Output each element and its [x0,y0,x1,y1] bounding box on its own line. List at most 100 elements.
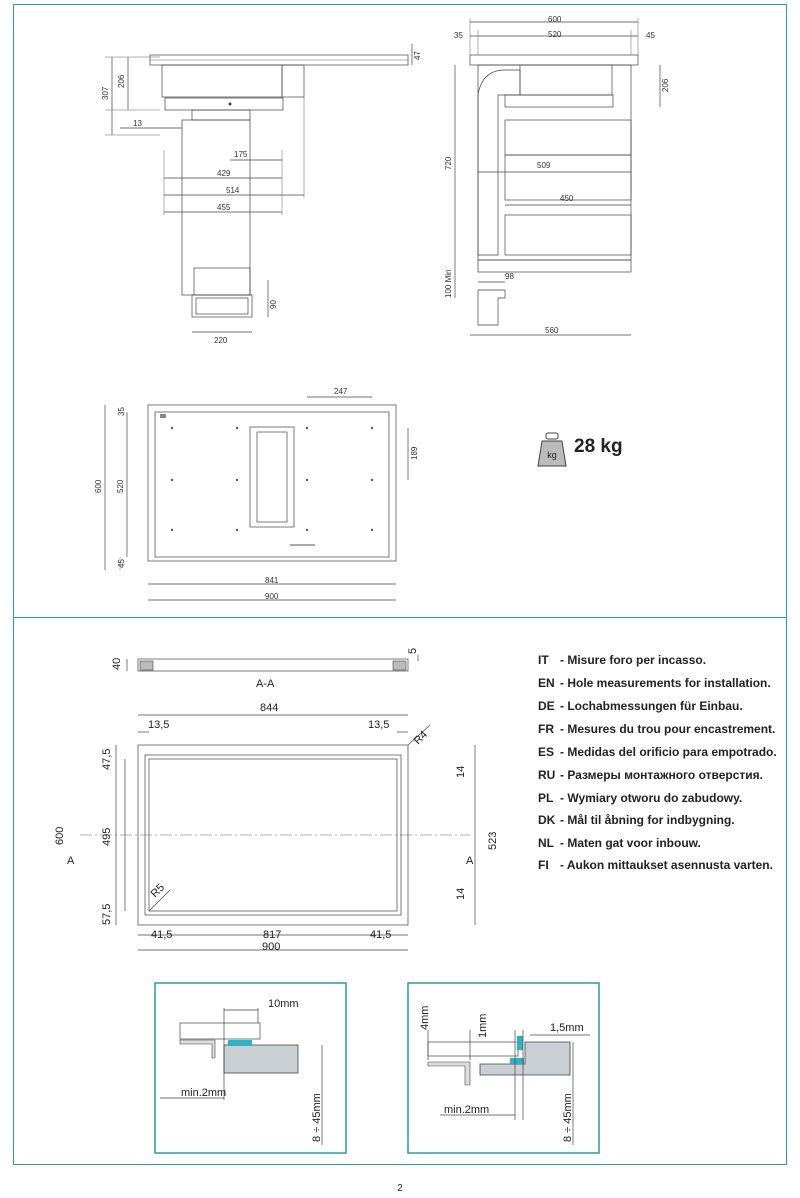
min-2mm-left: min.2mm [181,1087,226,1099]
language-item: IT - Misure foro per incasso. [538,653,706,667]
dim-600-top: 600 [94,479,103,493]
dim-41-5-left: 41,5 [151,929,172,941]
dim-13-5-right: 13,5 [368,719,389,731]
dim-45-top: 45 [117,559,126,568]
dim-206: 206 [117,74,126,88]
dim-98: 98 [505,272,514,281]
dim-560: 560 [545,326,559,335]
dim-206-side: 206 [661,78,670,92]
language-code: RU [538,768,556,782]
language-code: EN [538,676,555,690]
radius-r4: R4 [412,729,430,747]
dim-220: 220 [214,336,228,345]
dim-841: 841 [265,576,279,585]
dim-495: 495 [101,828,113,846]
dim-900-top: 900 [265,592,279,601]
dim-600-cutout: 600 [54,827,66,845]
language-text: - Maten gat voor inbouw. [560,836,701,850]
front-view: 307 206 47 13 175 429 514 455 90 220 [101,44,422,345]
language-text: - Hole measurements for installation. [560,676,771,690]
dim-247: 247 [334,387,348,396]
language-text: - Wymiary otworu do zabudowy. [560,791,743,805]
language-code: DK [538,813,556,827]
svg-text:kg: kg [547,450,557,460]
dim-509: 509 [537,161,551,170]
section-mark-a-left: A [67,855,75,867]
detail-right: 4mm 1mm 1,5mm min.2mm 8 ÷ 45mm [407,982,600,1154]
language-text: - Размеры монтажного отверстия. [560,768,763,782]
language-item: DE - Lochabmessungen für Einbau. [538,699,743,713]
section-mark-a-right: A [466,855,474,867]
dim-41-5-right: 41,5 [370,929,391,941]
radius-r5: R5 [149,882,167,900]
dim-900-cutout: 900 [262,941,280,953]
weight-label: 28 kg [574,436,623,457]
language-text: - Mål til åbning for indbygning. [560,813,735,827]
dim-47-5: 47,5 [101,749,113,770]
language-code: NL [538,836,554,850]
dim-14-bottom: 14 [455,888,467,900]
cutout-view: 844 13,5 13,5 R4 47,5 600 495 A A 14 523… [54,702,499,953]
dim-1-5mm: 1,5mm [550,1022,584,1034]
dim-57-5: 57,5 [101,904,113,925]
section-label-aa: A-A [256,678,275,690]
dim-40: 40 [111,658,123,670]
section-a-a: 40 5 A-A [111,648,419,690]
dim-429: 429 [217,169,231,178]
language-text: - Aukon mittaukset asennusta varten. [560,858,773,872]
language-item: FI - Aukon mittaukset asennusta varten. [538,858,773,872]
dim-35: 35 [454,31,463,40]
dim-14-top: 14 [455,766,467,778]
dim-100-min: 100 Min [444,270,453,298]
page-number: 2 [397,1183,403,1194]
dim-189: 189 [410,446,419,460]
dim-817: 817 [263,929,281,941]
language-item: PL - Wymiary otworu do zabudowy. [538,791,742,805]
min-2mm-right: min.2mm [444,1104,489,1116]
dim-175: 175 [234,150,248,159]
page-frame [13,4,787,1165]
language-code: DE [538,699,555,713]
language-code: FR [538,722,554,736]
dim-600: 600 [548,15,562,24]
dim-523: 523 [487,832,499,850]
language-code: IT [538,653,549,667]
language-item: RU - Размеры монтажного отверстия. [538,768,763,782]
dim-455: 455 [217,203,231,212]
dim-720: 720 [444,156,453,170]
side-view: 600 35 520 45 206 720 509 450 100 Min 98… [444,15,670,336]
dim-45: 45 [646,31,655,40]
detail-left: 10mm min.2mm 8 ÷ 45mm [154,982,347,1154]
dim-4mm: 4mm [419,1006,431,1030]
dim-47: 47 [413,51,422,60]
dim-514: 514 [226,186,240,195]
dim-13-5-left: 13,5 [148,719,169,731]
language-item: ES - Medidas del orificio para empotrado. [538,745,777,759]
dim-90: 90 [269,300,278,309]
language-item: FR - Mesures du trou pour encastrement. [538,722,775,736]
language-code: FI [538,858,549,872]
weight-icon: kg [537,432,567,467]
language-text: - Misure foro per incasso. [560,653,707,667]
dim-13: 13 [133,119,142,128]
language-text: - Lochabmessungen für Einbau. [560,699,743,713]
language-code: PL [538,791,554,805]
language-text: - Mesures du trou pour encastrement. [560,722,776,736]
dim-520-top: 520 [116,479,125,493]
language-item: NL - Maten gat voor inbouw. [538,836,701,850]
range-8-45-left: 8 ÷ 45mm [311,1093,323,1142]
language-item: DK - Mål til åbning for indbygning. [538,813,735,827]
dim-450: 450 [560,194,574,203]
dim-5: 5 [407,648,419,654]
dim-35-top: 35 [117,407,126,416]
dim-307: 307 [101,86,110,100]
language-code: ES [538,745,555,759]
dim-520: 520 [548,30,562,39]
dim-1mm: 1mm [477,1014,489,1038]
range-8-45-right: 8 ÷ 45mm [562,1093,574,1142]
language-text: - Medidas del orificio para empotrado. [560,745,777,759]
section-divider [13,617,787,618]
dim-844: 844 [260,702,278,714]
top-view: 247 35 189 600 520 45 841 900 [94,387,419,601]
